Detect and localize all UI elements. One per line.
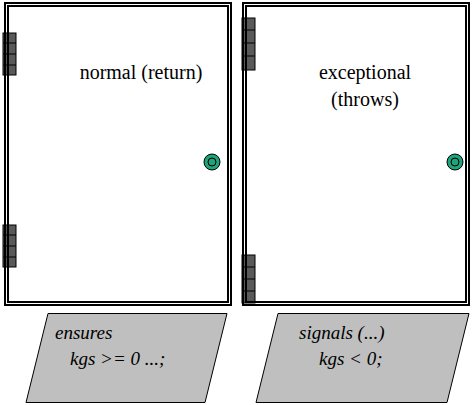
door-label: exceptional (throws)	[300, 59, 430, 113]
contract-clause: ensureskgs >= 0 ...;	[25, 313, 228, 403]
clause-predicate: kgs >= 0 ...;	[70, 347, 165, 371]
door-panel: normal (return)	[4, 2, 232, 306]
clause-keyword: ensures	[55, 321, 112, 345]
contract-clause: signals (...)kgs < 0;	[255, 313, 470, 403]
clause-predicate: kgs < 0;	[319, 347, 382, 371]
clause-keyword: signals (...)	[299, 321, 385, 345]
door-panel: exceptional (throws)	[242, 2, 470, 306]
door-label: normal (return)	[76, 59, 206, 86]
door-knob	[204, 154, 220, 170]
door-knob	[447, 154, 463, 170]
